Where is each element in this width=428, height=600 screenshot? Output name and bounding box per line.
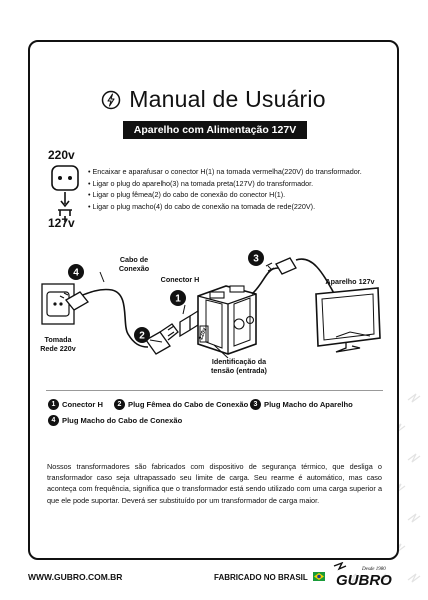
legend-divider <box>46 390 383 391</box>
brand-tagline: Desde 1980 <box>361 567 386 572</box>
gubro-logo: Desde 1980 GUBRO <box>333 562 392 588</box>
svg-text:4: 4 <box>73 268 79 279</box>
voltage-in-label: 220v <box>48 148 75 162</box>
legend-label: Plug Fêmea do Cabo de Conexão <box>128 400 249 409</box>
legend-badge: 4 <box>48 415 59 426</box>
legend-item-2: 2 Plug Fêmea do Cabo de Conexão <box>114 399 248 410</box>
label-device: Aparelho 127v <box>325 277 375 286</box>
lightning-icon <box>102 90 121 109</box>
instruction-list: • Encaixar e aparafusar o conector H(1) … <box>88 166 388 212</box>
legend-label: Conector H <box>62 400 103 409</box>
legend-badge: 2 <box>114 399 125 410</box>
instruction-step: • Ligar o plug macho(4) do cabo de conex… <box>88 201 316 211</box>
brazil-flag-icon <box>312 572 325 581</box>
male-plug-3-icon <box>265 257 297 275</box>
voltage-out-label: 127v <box>48 216 75 230</box>
badge-4: 4 <box>68 264 84 280</box>
badge-1: 1 <box>170 290 186 306</box>
page-title: Manual de Usuário <box>101 86 326 113</box>
footer-made-in: FABRICADO NO BRASIL <box>214 572 325 582</box>
male-plug-4-icon <box>59 291 89 311</box>
svg-text:3: 3 <box>253 254 259 265</box>
instruction-step: • Encaixar e aparafusar o conector H(1) … <box>88 167 362 176</box>
svg-text:1: 1 <box>175 294 181 305</box>
legend-item-4: 4 Plug Macho do Cabo de Conexão <box>48 415 182 426</box>
badge-2: 2 <box>134 327 150 343</box>
label-outlet: Tomada Rede 220v <box>40 335 76 353</box>
legend-badge: 1 <box>48 399 59 410</box>
badge-3: 3 <box>248 250 264 266</box>
television-icon <box>315 287 381 353</box>
label-cable: Cabo de Conexão <box>118 255 150 273</box>
instruction-step: • Ligar o plug do aparelho(3) na tomada … <box>88 178 314 188</box>
safety-paragraph: Nossos transformadores são fabricados co… <box>47 462 382 505</box>
page-title-text: Manual de Usuário <box>129 86 326 112</box>
legend-label: Plug Macho do Aparelho <box>264 400 353 409</box>
voltage-plug-icon <box>51 165 79 222</box>
page-subtitle: Aparelho com Alimentação 127V <box>123 121 307 139</box>
female-plug-2-icon <box>145 323 179 355</box>
connection-diagram: 220v 1 2 3 <box>41 250 381 359</box>
transformer-icon <box>197 285 257 355</box>
legend-label: Plug Macho do Cabo de Conexão <box>62 416 183 425</box>
footer-url-link[interactable]: WWW.GUBRO.COM.BR <box>28 572 123 582</box>
made-in-text: FABRICADO NO BRASIL <box>214 573 308 582</box>
legend-item-3: 3 Plug Macho do Aparelho <box>250 399 353 410</box>
legend-item-1: 1 Conector H <box>48 399 103 410</box>
transformer-voltage-text: 220v <box>198 326 208 340</box>
legend-badge: 3 <box>250 399 261 410</box>
svg-text:2: 2 <box>139 331 145 342</box>
label-connector-h: Conector H <box>160 275 200 284</box>
title-row: Manual de Usuário <box>30 86 397 115</box>
connector-h-icon <box>167 310 199 338</box>
instruction-step: • Ligar o plug fêmea(2) do cabo de conex… <box>88 190 286 199</box>
brand-name: GUBRO <box>336 572 392 588</box>
label-tension: Identificação da tensão (entrada) <box>211 357 267 375</box>
manual-card: Manual de Usuário Aparelho com Alimentaç… <box>28 40 399 560</box>
